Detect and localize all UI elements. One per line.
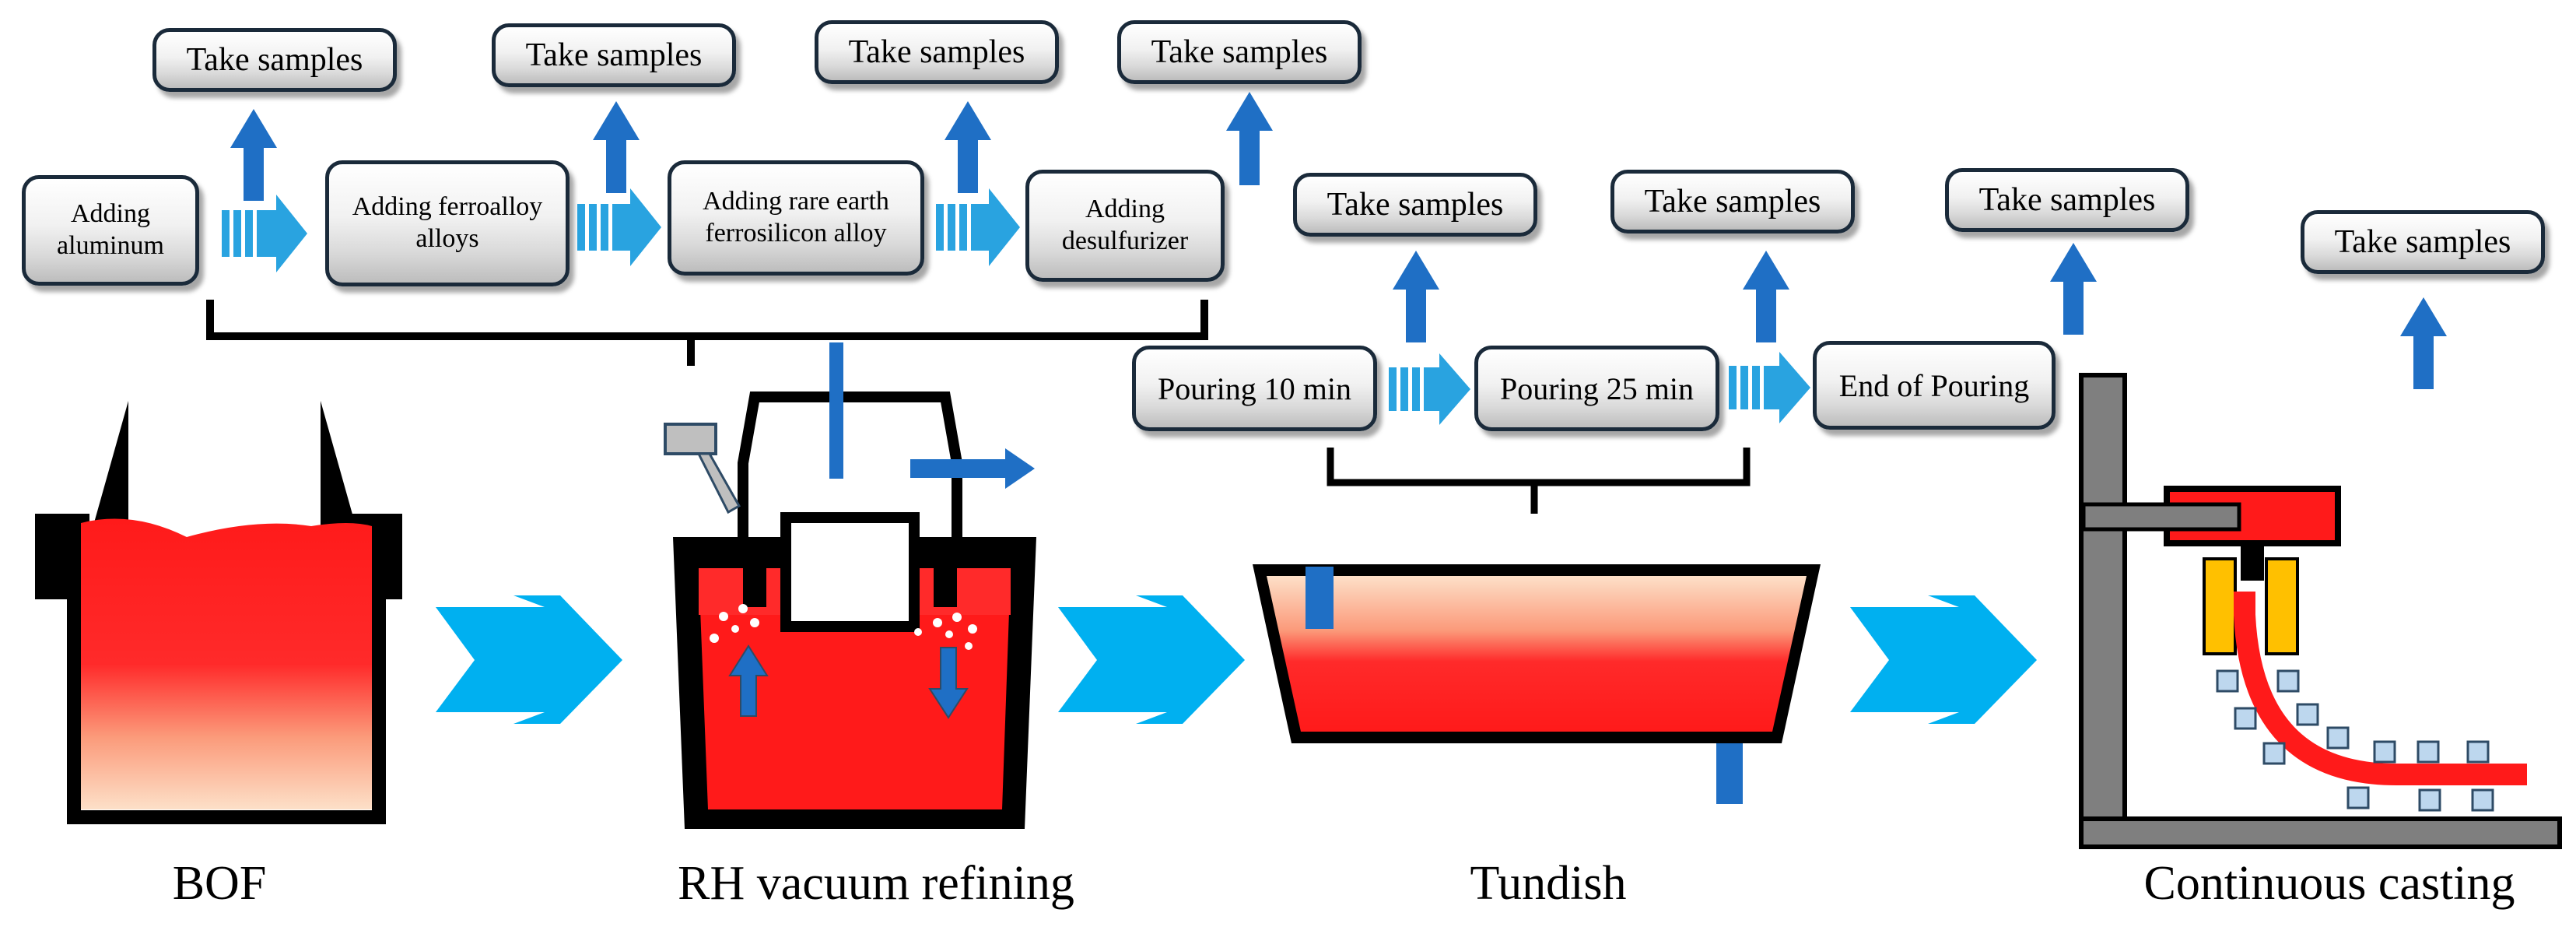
step-right-arrow-icon [936,188,1020,266]
refining-brace-icon [206,300,1208,366]
pour-right-arrow-icon [1729,352,1810,423]
pouring-label: End of Pouring [1838,367,2030,403]
take-samples-box: Take samples [1293,173,1537,237]
step-adding-aluminum: Adding aluminum [22,175,199,286]
take-samples-label: Take samples [1151,34,1328,70]
take-samples-label: Take samples [525,37,703,73]
step-label: Adding aluminum [57,199,164,260]
take-samples-label: Take samples [1978,182,2156,218]
up-arrow-icon [230,109,277,201]
tundish-icon [1253,564,1821,804]
step-adding-ferroalloy: Adding ferroalloy alloys [325,160,570,286]
stage-label-continuous-casting: Continuous casting [2143,857,2515,910]
take-samples-box: Take samples [1945,168,2189,232]
pouring-label: Pouring 25 min [1500,370,1694,406]
step-label: Adding rare earth ferrosilicon alloy [703,187,889,248]
step-right-arrow-icon [577,188,661,266]
pouring-10-min-box: Pouring 10 min [1132,346,1377,431]
up-arrow-icon [1743,251,1789,342]
up-arrow-icon [593,101,640,193]
pouring-brace-icon [1327,448,1751,514]
pour-right-arrow-icon [1389,353,1470,425]
take-samples-box: Take samples [815,20,1059,84]
pouring-25-min-box: Pouring 25 min [1474,346,1719,431]
take-samples-box: Take samples [492,23,736,87]
bof-ladle-icon [35,401,402,824]
pouring-label: Pouring 10 min [1158,370,1351,406]
take-samples-box: Take samples [1610,170,1855,234]
up-arrow-icon [2400,297,2447,389]
rh-vacuum-chamber-icon [664,342,1036,829]
step-right-arrow-icon [222,195,307,272]
stage-label-tundish: Tundish [1470,857,1627,910]
process-arrow-icon [436,595,622,724]
process-arrow-icon [1850,595,2037,724]
take-samples-box: Take samples [152,28,397,92]
take-samples-box: Take samples [2301,210,2545,274]
step-adding-rare-earth: Adding rare earth ferrosilicon alloy [668,160,924,276]
up-arrow-icon [945,101,991,193]
step-label: Adding ferroalloy alloys [352,192,543,253]
take-samples-label: Take samples [1644,184,1821,219]
stage-label-rh: RH vacuum refining [678,857,1074,910]
up-arrow-icon [1393,251,1439,342]
end-of-pouring-box: End of Pouring [1813,341,2056,430]
take-samples-label: Take samples [848,34,1025,70]
take-samples-label: Take samples [2334,224,2511,260]
continuous-caster-icon [2079,373,2562,849]
stage-label-bof: BOF [172,857,267,910]
step-label: Adding desulfurizer [1061,195,1189,255]
up-arrow-icon [2050,243,2097,335]
step-adding-desulfurizer: Adding desulfurizer [1025,170,1225,282]
up-arrow-icon [1226,92,1273,185]
take-samples-label: Take samples [186,42,363,78]
process-arrow-icon [1058,595,1245,724]
take-samples-box: Take samples [1117,20,1362,84]
take-samples-label: Take samples [1327,187,1504,223]
